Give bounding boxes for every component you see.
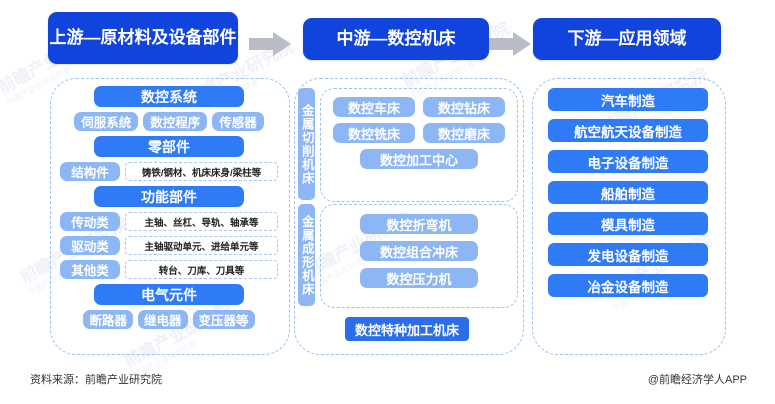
midstream-item[interactable]: 数控加工中心 [360,149,478,169]
source-note: 资料来源：前瞻产业研究院 [30,374,162,386]
upstream-chip[interactable]: 继电器 [137,310,188,329]
midstream-item[interactable]: 数控车床 [333,97,415,117]
upstream-group-title[interactable]: 数控系统 [94,86,244,107]
header-midstream[interactable]: 中游—数控机床 [303,18,489,60]
upstream-group-title[interactable]: 零部件 [94,136,244,157]
upstream-detail-row: 结构件 铸铁/钢材、机床床身/梁柱等 [60,162,278,181]
midstream-item[interactable]: 数控组合冲床 [360,241,478,261]
downstream-list: 汽车制造 航空航天设备制造 电子设备制造 船舶制造 模具制造 发电设备制造 冶金… [548,88,708,305]
downstream-item[interactable]: 冶金设备制造 [548,274,708,297]
upstream-chip[interactable]: 传感器 [212,112,264,131]
upstream-chip[interactable]: 断路器 [83,310,133,329]
midstream-item[interactable]: 数控压力机 [360,268,478,288]
downstream-item[interactable]: 船舶制造 [548,181,708,204]
upstream-chip-row: 伺服系统 数控程序 传感器 [60,112,278,131]
upstream-group-title[interactable]: 功能部件 [94,186,244,207]
midstream-item[interactable]: 数控铣床 [333,123,415,143]
upstream-row-label[interactable]: 其他类 [60,260,120,279]
upstream-detail-row: 驱动类 主轴驱动单元、进给单元等 [60,236,278,255]
upstream-chip[interactable]: 伺服系统 [74,112,139,131]
downstream-item[interactable]: 模具制造 [548,212,708,235]
midstream-group-label[interactable]: 金属切削机床 [298,88,315,200]
upstream-container [50,78,290,355]
right-arrow-icon [249,32,291,56]
midstream-item[interactable]: 数控折弯机 [360,214,478,234]
upstream-row-desc: 铸铁/钢材、机床床身/梁柱等 [125,162,278,181]
downstream-item[interactable]: 电子设备制造 [548,150,708,173]
downstream-item[interactable]: 航空航天设备制造 [548,119,708,142]
midstream-item[interactable]: 数控钻床 [423,97,505,117]
upstream-row-label[interactable]: 传动类 [60,212,120,231]
midstream-container [294,78,524,355]
downstream-item[interactable]: 发电设备制造 [548,243,708,266]
midstream-group-label[interactable]: 金属成形机床 [298,204,315,306]
upstream-row-label[interactable]: 结构件 [60,162,120,181]
upstream-row-desc: 主轴驱动单元、进给单元等 [125,236,278,255]
header-downstream[interactable]: 下游—应用领域 [533,18,721,60]
midstream-group-box: 数控折弯机 数控组合冲床 数控压力机 [320,204,518,308]
upstream-chip[interactable]: 变压器等 [192,310,255,329]
app-credit: @前瞻经济学人APP [647,374,747,386]
upstream-detail-row: 其他类 转台、刀库、刀具等 [60,260,278,279]
downstream-item[interactable]: 汽车制造 [548,88,708,111]
upstream-row-desc: 转台、刀库、刀具等 [125,260,278,279]
upstream-chip[interactable]: 数控程序 [143,112,208,131]
midstream-group-box: 数控车床 数控钻床 数控铣床 数控磨床 数控加工中心 [320,88,518,202]
upstream-row-label[interactable]: 驱动类 [60,236,120,255]
midstream-item[interactable]: 数控磨床 [423,123,505,143]
midstream-bottom-item[interactable]: 数控特种加工机床 [345,317,469,341]
upstream-group-title[interactable]: 电气元件 [94,284,244,305]
upstream-row-desc: 主轴、丝杠、导轨、轴承等 [125,212,278,231]
upstream-chip-row: 断路器 继电器 变压器等 [60,310,278,329]
right-arrow-icon [489,32,531,56]
downstream-container [532,78,726,355]
chain-header-row: 上游—原材料及设备部件 中游—数控机床 下游—应用领域 [0,8,775,66]
header-upstream[interactable]: 上游—原材料及设备部件 [48,12,238,64]
upstream-content: 数控系统 伺服系统 数控程序 传感器 零部件 结构件 铸铁/钢材、机床床身/梁柱… [60,86,278,334]
upstream-detail-row: 传动类 主轴、丝杠、导轨、轴承等 [60,212,278,231]
